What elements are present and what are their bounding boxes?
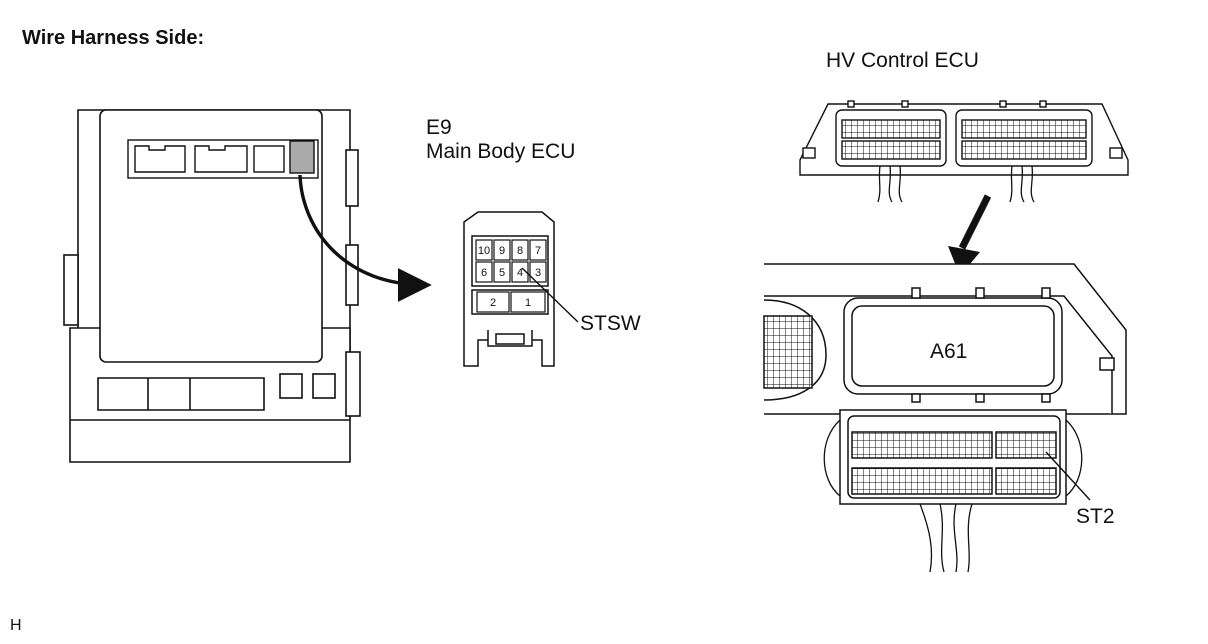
e9-pin-10: 10 <box>478 245 490 257</box>
e9-pin-8: 8 <box>517 245 523 257</box>
st2-callout: ST2 <box>1076 505 1115 528</box>
junction-block-connector-row <box>127 139 319 179</box>
stsw-leader-line <box>521 267 579 323</box>
e9-connector-id: E9 <box>426 116 452 139</box>
hv-ecu-top-view <box>799 100 1129 176</box>
e9-pin-3: 3 <box>535 267 541 279</box>
e9-pin-7: 7 <box>535 245 541 257</box>
location-arrow <box>298 174 432 302</box>
zoom-arrowhead <box>948 246 980 276</box>
e9-pin-2: 2 <box>490 297 496 309</box>
stsw-callout: STSW <box>580 312 641 335</box>
hv-ecu-detail <box>763 263 1127 505</box>
e9-ecu-name: Main Body ECU <box>426 140 575 163</box>
hv-ecu-name: HV Control ECU <box>826 49 979 72</box>
e9-pin-5: 5 <box>499 267 505 279</box>
hv-ecu-detail-wires <box>823 419 1083 573</box>
e9-pin-6: 6 <box>481 267 487 279</box>
st2-leader-line <box>1045 451 1091 501</box>
e9-connector <box>463 211 555 367</box>
a61-connector-id: A61 <box>930 340 967 363</box>
page-title: Wire Harness Side: <box>22 27 204 49</box>
highlighted-connector-e9 <box>289 140 315 174</box>
e9-pin-grid <box>475 239 547 313</box>
figure-code: H <box>10 617 22 634</box>
e9-pin-1: 1 <box>525 297 531 309</box>
e9-pin-4: 4 <box>517 267 523 279</box>
hv-ecu-top-wires <box>877 165 1035 203</box>
zoom-arrow <box>958 194 992 250</box>
e9-pin-9: 9 <box>499 245 505 257</box>
